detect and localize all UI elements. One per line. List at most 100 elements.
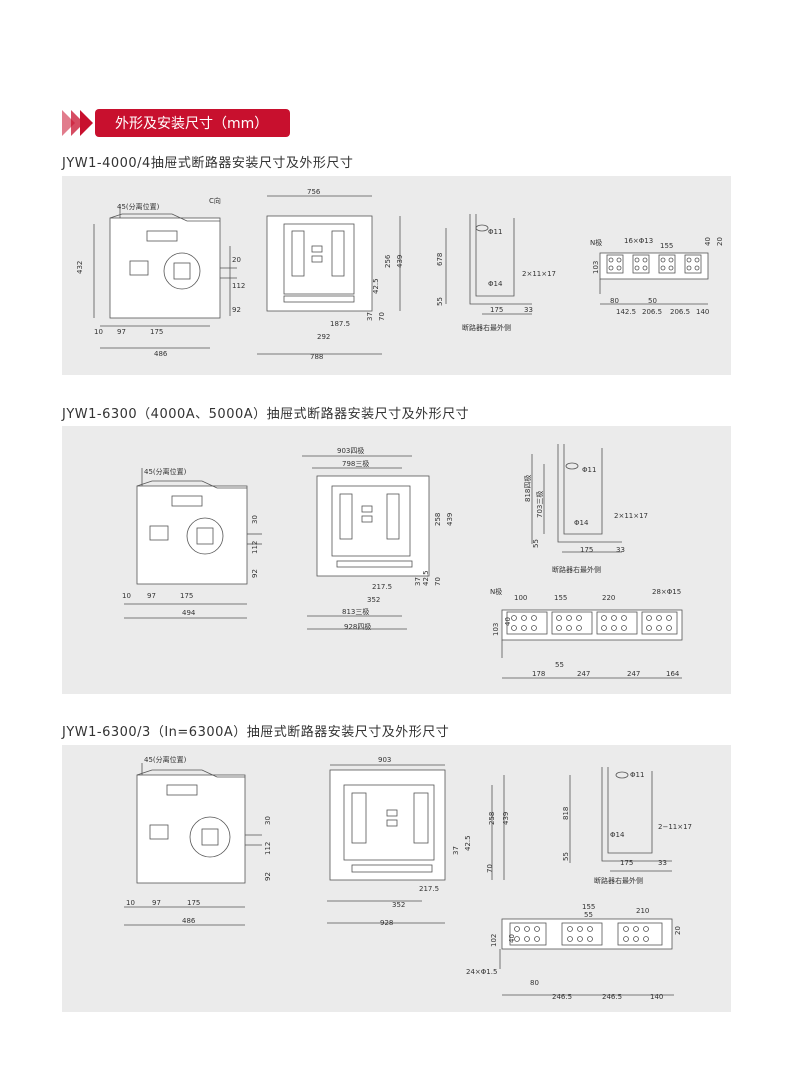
busbar-view	[501, 609, 683, 679]
bus-v20: 20	[674, 926, 682, 935]
header-arrows-icon	[62, 110, 93, 136]
dim-w217: 217.5	[419, 885, 439, 893]
dim-h439: 439	[446, 513, 454, 526]
bus-w140: 140	[650, 993, 663, 1001]
bus-w155: 155	[554, 594, 567, 602]
dim-h70: 70	[378, 312, 386, 321]
bus-w50: 50	[648, 297, 657, 305]
dim-phi14: Φ14	[574, 519, 589, 527]
bus-w246b: 246.5	[602, 993, 622, 1001]
bus-w206a: 206.5	[642, 308, 662, 316]
mount-note: 断路器右最外侧	[594, 876, 643, 885]
dim-slot: 2−11×17	[658, 823, 692, 831]
dim-h432: 432	[76, 261, 84, 274]
dim-v92: 92	[232, 306, 241, 314]
bus-w155: 155	[660, 242, 673, 250]
dim-h703: 703三极	[535, 491, 544, 518]
busbar-view	[499, 918, 674, 996]
dim-w352: 352	[367, 596, 380, 604]
bus-v40: 40	[508, 934, 516, 943]
front-view	[257, 195, 401, 355]
front-view	[302, 455, 430, 630]
bus-w100: 100	[514, 594, 527, 602]
bus-h102: 102	[490, 934, 498, 947]
dim-h175: 175	[150, 328, 163, 336]
side-view	[124, 468, 262, 619]
dim-h256: 256	[384, 254, 392, 268]
bus-h103: 103	[592, 261, 600, 274]
dim-h42: 42.5	[464, 835, 472, 851]
dim-w903: 903	[378, 756, 391, 764]
bus-n-pole: N极	[490, 587, 502, 596]
dim-h678: 678	[436, 253, 444, 266]
bus-w220: 220	[602, 594, 615, 602]
bus-v40: 40	[704, 237, 712, 246]
bus-holes: 28×Φ15	[652, 588, 681, 596]
dim-w217: 217.5	[372, 583, 392, 591]
section-3-panel: 45(分离位置) 30 112 92 10 97 175 486 903 258…	[62, 745, 731, 1012]
bus-w247a: 247	[577, 670, 590, 678]
dim-h486: 486	[182, 917, 196, 925]
dim-w175: 175	[580, 546, 593, 554]
mount-view	[569, 767, 672, 872]
dim-h818: 818	[562, 807, 570, 820]
mount-view	[531, 444, 622, 553]
bus-n-pole: N极	[590, 238, 602, 247]
dim-h486: 486	[154, 350, 168, 358]
section-header: 外形及安装尺寸（mm）	[62, 108, 291, 138]
dim-h10: 10	[94, 328, 103, 336]
dim-h37: 37	[452, 846, 460, 855]
bus-w155: 155	[582, 903, 595, 911]
dim-v112: 112	[232, 282, 245, 290]
section-3-title: JYW1-6300/3（In=6300A）抽屉式断路器安装尺寸及外形尺寸	[62, 725, 450, 740]
dim-h97: 97	[147, 592, 156, 600]
dim-v30: 30	[251, 515, 259, 524]
dim-w187: 187.5	[330, 320, 350, 328]
section-1-panel: 45(分离位置) C向 432 20 112 92 10 97 175 486 …	[62, 176, 731, 375]
dim-h258: 258	[488, 812, 496, 825]
dim-phi11: Φ11	[630, 771, 644, 779]
dim-h55: 55	[562, 852, 570, 861]
dim-w928: 928四极	[344, 622, 371, 631]
dim-w928: 928	[380, 919, 393, 927]
bus-w80: 80	[530, 979, 539, 987]
dim-v92: 92	[251, 569, 259, 578]
bus-w178: 178	[532, 670, 545, 678]
dim-v20: 20	[232, 256, 241, 264]
dim-h42: 42.5	[422, 570, 430, 586]
bus-w246a: 246.5	[552, 993, 572, 1001]
section-3-drawing: 45(分离位置) 30 112 92 10 97 175 486 903 258…	[124, 755, 692, 1001]
mount-note: 断路器右最外侧	[462, 323, 511, 332]
dim-w903: 903四极	[337, 446, 364, 455]
dim-c-dir: C向	[209, 196, 221, 205]
dim-h494: 494	[182, 609, 196, 617]
dim-h818: 818四极	[523, 475, 532, 502]
bus-w140: 140	[696, 308, 709, 316]
bus-holes: 16×Φ13	[624, 237, 653, 245]
dim-w33: 33	[658, 859, 667, 867]
side-view	[93, 204, 237, 349]
mount-view	[445, 214, 532, 315]
dim-phi14: Φ14	[488, 280, 503, 288]
dim-v30: 30	[264, 816, 272, 825]
busbar-holes	[511, 615, 672, 631]
dim-h37: 37	[414, 577, 422, 586]
dim-h97: 97	[152, 899, 161, 907]
dim-h439: 439	[396, 255, 404, 268]
bus-w164: 164	[666, 670, 680, 678]
busbar-view	[599, 252, 709, 305]
bus-w55: 55	[555, 661, 564, 669]
section-2-drawing: 45(分离位置) 30 112 92 10 97 175 494 903四极 7…	[122, 444, 683, 679]
dim-phi11: Φ11	[488, 228, 502, 236]
dim-w813: 813三极	[342, 607, 369, 616]
dim-w33: 33	[524, 306, 533, 314]
header-title: 外形及安装尺寸（mm）	[95, 109, 291, 137]
busbar-holes	[514, 926, 649, 942]
dim-slot: 2×11×17	[614, 512, 648, 520]
dim-h97: 97	[117, 328, 126, 336]
dim-phi14: Φ14	[610, 831, 625, 839]
section-1-drawing: 45(分离位置) C向 432 20 112 92 10 97 175 486 …	[76, 188, 724, 361]
bus-w142: 142.5	[616, 308, 636, 316]
side-view	[124, 763, 262, 926]
dim-h439: 439	[502, 812, 510, 825]
